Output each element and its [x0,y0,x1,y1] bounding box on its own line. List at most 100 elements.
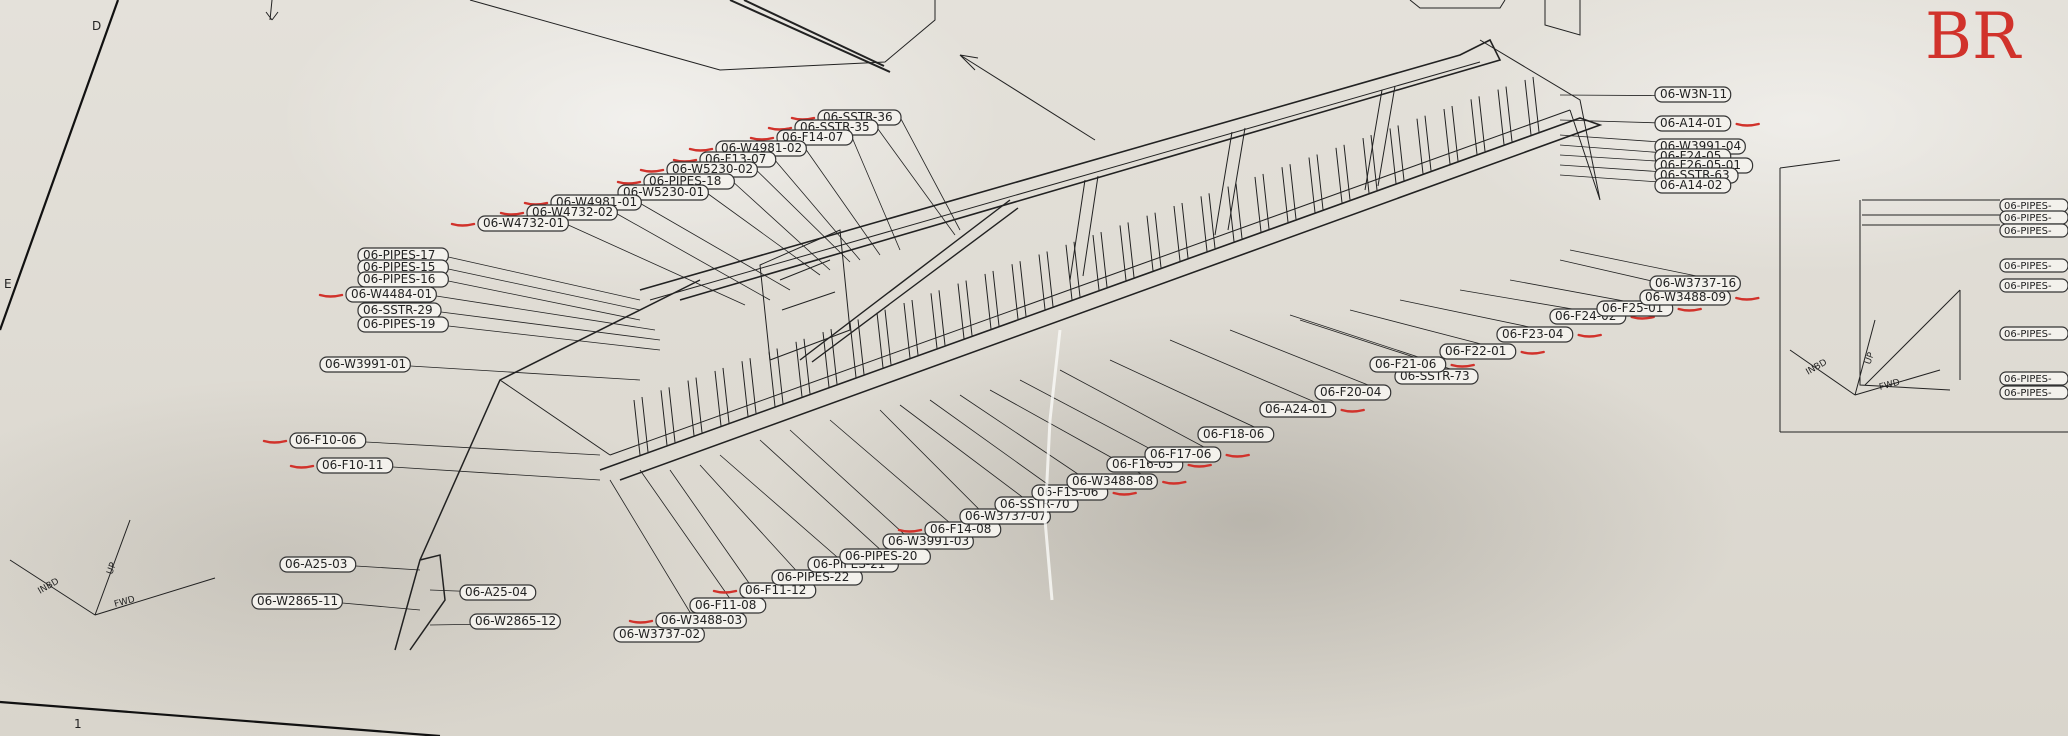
part-label-box [1259,401,1337,418]
stiffener-rib [1038,251,1054,310]
stiffener-rib [1281,164,1297,223]
stiffener-rib [1335,144,1351,203]
stiffener-rib [1065,241,1081,300]
part-label-box [1654,177,1732,194]
red-check-mark [318,293,344,298]
part-label: 06-A14-01 [1660,116,1722,130]
right-part-label: 06-PIPES- [2004,213,2052,224]
axis-triad-right: UP FWD INBD [1789,319,1941,396]
part-label-box [1654,115,1732,132]
leader-line [641,203,791,291]
part-label-box [251,593,343,610]
part-label-box [1369,356,1447,373]
red-check-mark [262,439,288,444]
grid-number-1: 1 [74,717,82,731]
part-label-box [839,548,931,565]
stiffener-rib [903,299,919,359]
leader-line [355,565,421,571]
leader-line [805,149,881,256]
part-label: 06-F17-06 [1150,447,1211,461]
leader-line [448,268,641,311]
right-label-box [1999,371,2068,386]
part-label-box [289,432,367,449]
top-right-sketch [1409,0,1581,36]
axis-triad-left: UP FWD INBD [9,519,216,616]
part-label: 06-W3991-01 [325,357,406,371]
right-part-label: 06-PIPES- [2004,281,2052,292]
part-label-box [1649,275,1741,292]
leader-line [342,602,421,611]
part-label-box [1197,426,1275,443]
part-label: 06-F18-06 [1203,427,1264,441]
grid-letter-e: E [4,277,12,291]
right-part-label: 06-PIPES- [2004,226,2052,237]
stiffener-rib [957,280,973,339]
stiffener-rib [1254,173,1270,232]
stiffener-rib [984,270,1000,329]
part-label: 06-F21-06 [1375,357,1436,371]
leader-line [1229,329,1391,395]
stiffener-rib [795,338,811,397]
red-check-mark [616,180,642,185]
red-check-mark [1630,315,1655,320]
part-label-box [357,316,449,333]
stiffener-rib [1119,222,1135,281]
red-check-mark [897,528,923,533]
axis-up-label-right: UP [1863,351,1877,366]
axis-fwd-label: FWD [113,595,136,610]
part-label-box [316,457,394,474]
stiffener-rib [687,377,703,436]
red-check-mark [289,464,315,469]
leader-line [708,193,821,276]
red-check-mark [1112,491,1137,496]
grid-letter-d: D [92,19,101,33]
part-label: 06-F20-04 [1320,385,1381,399]
part-label: 06-W2865-12 [475,614,556,628]
right-detail-view: 06-PIPES-06-PIPES-06-PIPES-06-PIPES-06-P… [1779,159,2068,433]
right-label-box [1999,326,2068,341]
stiffener-rib [1470,96,1486,155]
stiffeners-group [633,76,1540,456]
leader-line [448,256,641,301]
part-label-box [477,215,569,232]
red-check-mark [1577,333,1602,338]
part-label-box [1066,473,1158,490]
part-label: 06-W3737-16 [1655,276,1736,290]
stiffener-rib [1362,135,1378,194]
right-label-box [1999,223,2068,238]
leader-line [1109,359,1274,437]
part-labels: 06-SSTR-3606-SSTR-3506-F14-0706-W4981-02… [251,86,1760,643]
part-label: 06-W3488-03 [661,613,742,627]
leader-line [392,466,601,481]
stiffener-rib [633,396,649,456]
leader-line [448,280,641,321]
red-check-mark [712,589,738,594]
red-check-mark [767,126,793,131]
stiffener-rib [741,358,757,417]
part-label: 06-W4484-01 [351,287,432,301]
part-label: 06-A25-04 [465,585,527,599]
red-check-mark [450,222,476,227]
right-part-label: 06-PIPES- [2004,261,2052,272]
part-label: 06-PIPES-20 [845,549,917,563]
part-label-box [279,556,357,573]
part-label: 06-F14-08 [930,522,991,536]
red-check-mark [1450,363,1475,368]
part-label-box [1144,446,1222,463]
part-label: 06-PIPES-17 [363,248,435,262]
red-check-mark [639,168,665,173]
part-label: 06-F10-06 [295,433,356,447]
stiffener-rib [822,329,838,388]
sheet-border-left [0,0,120,331]
leader-line [365,441,601,456]
part-label-box [1654,86,1732,103]
part-label: 06-W5230-02 [672,162,753,176]
red-check-mark [1735,296,1760,301]
red-check-mark [1225,453,1250,458]
leader-line [410,365,641,381]
axis-up-label: UP [105,561,119,576]
part-label-box [1314,384,1392,401]
leader-line [775,160,861,261]
